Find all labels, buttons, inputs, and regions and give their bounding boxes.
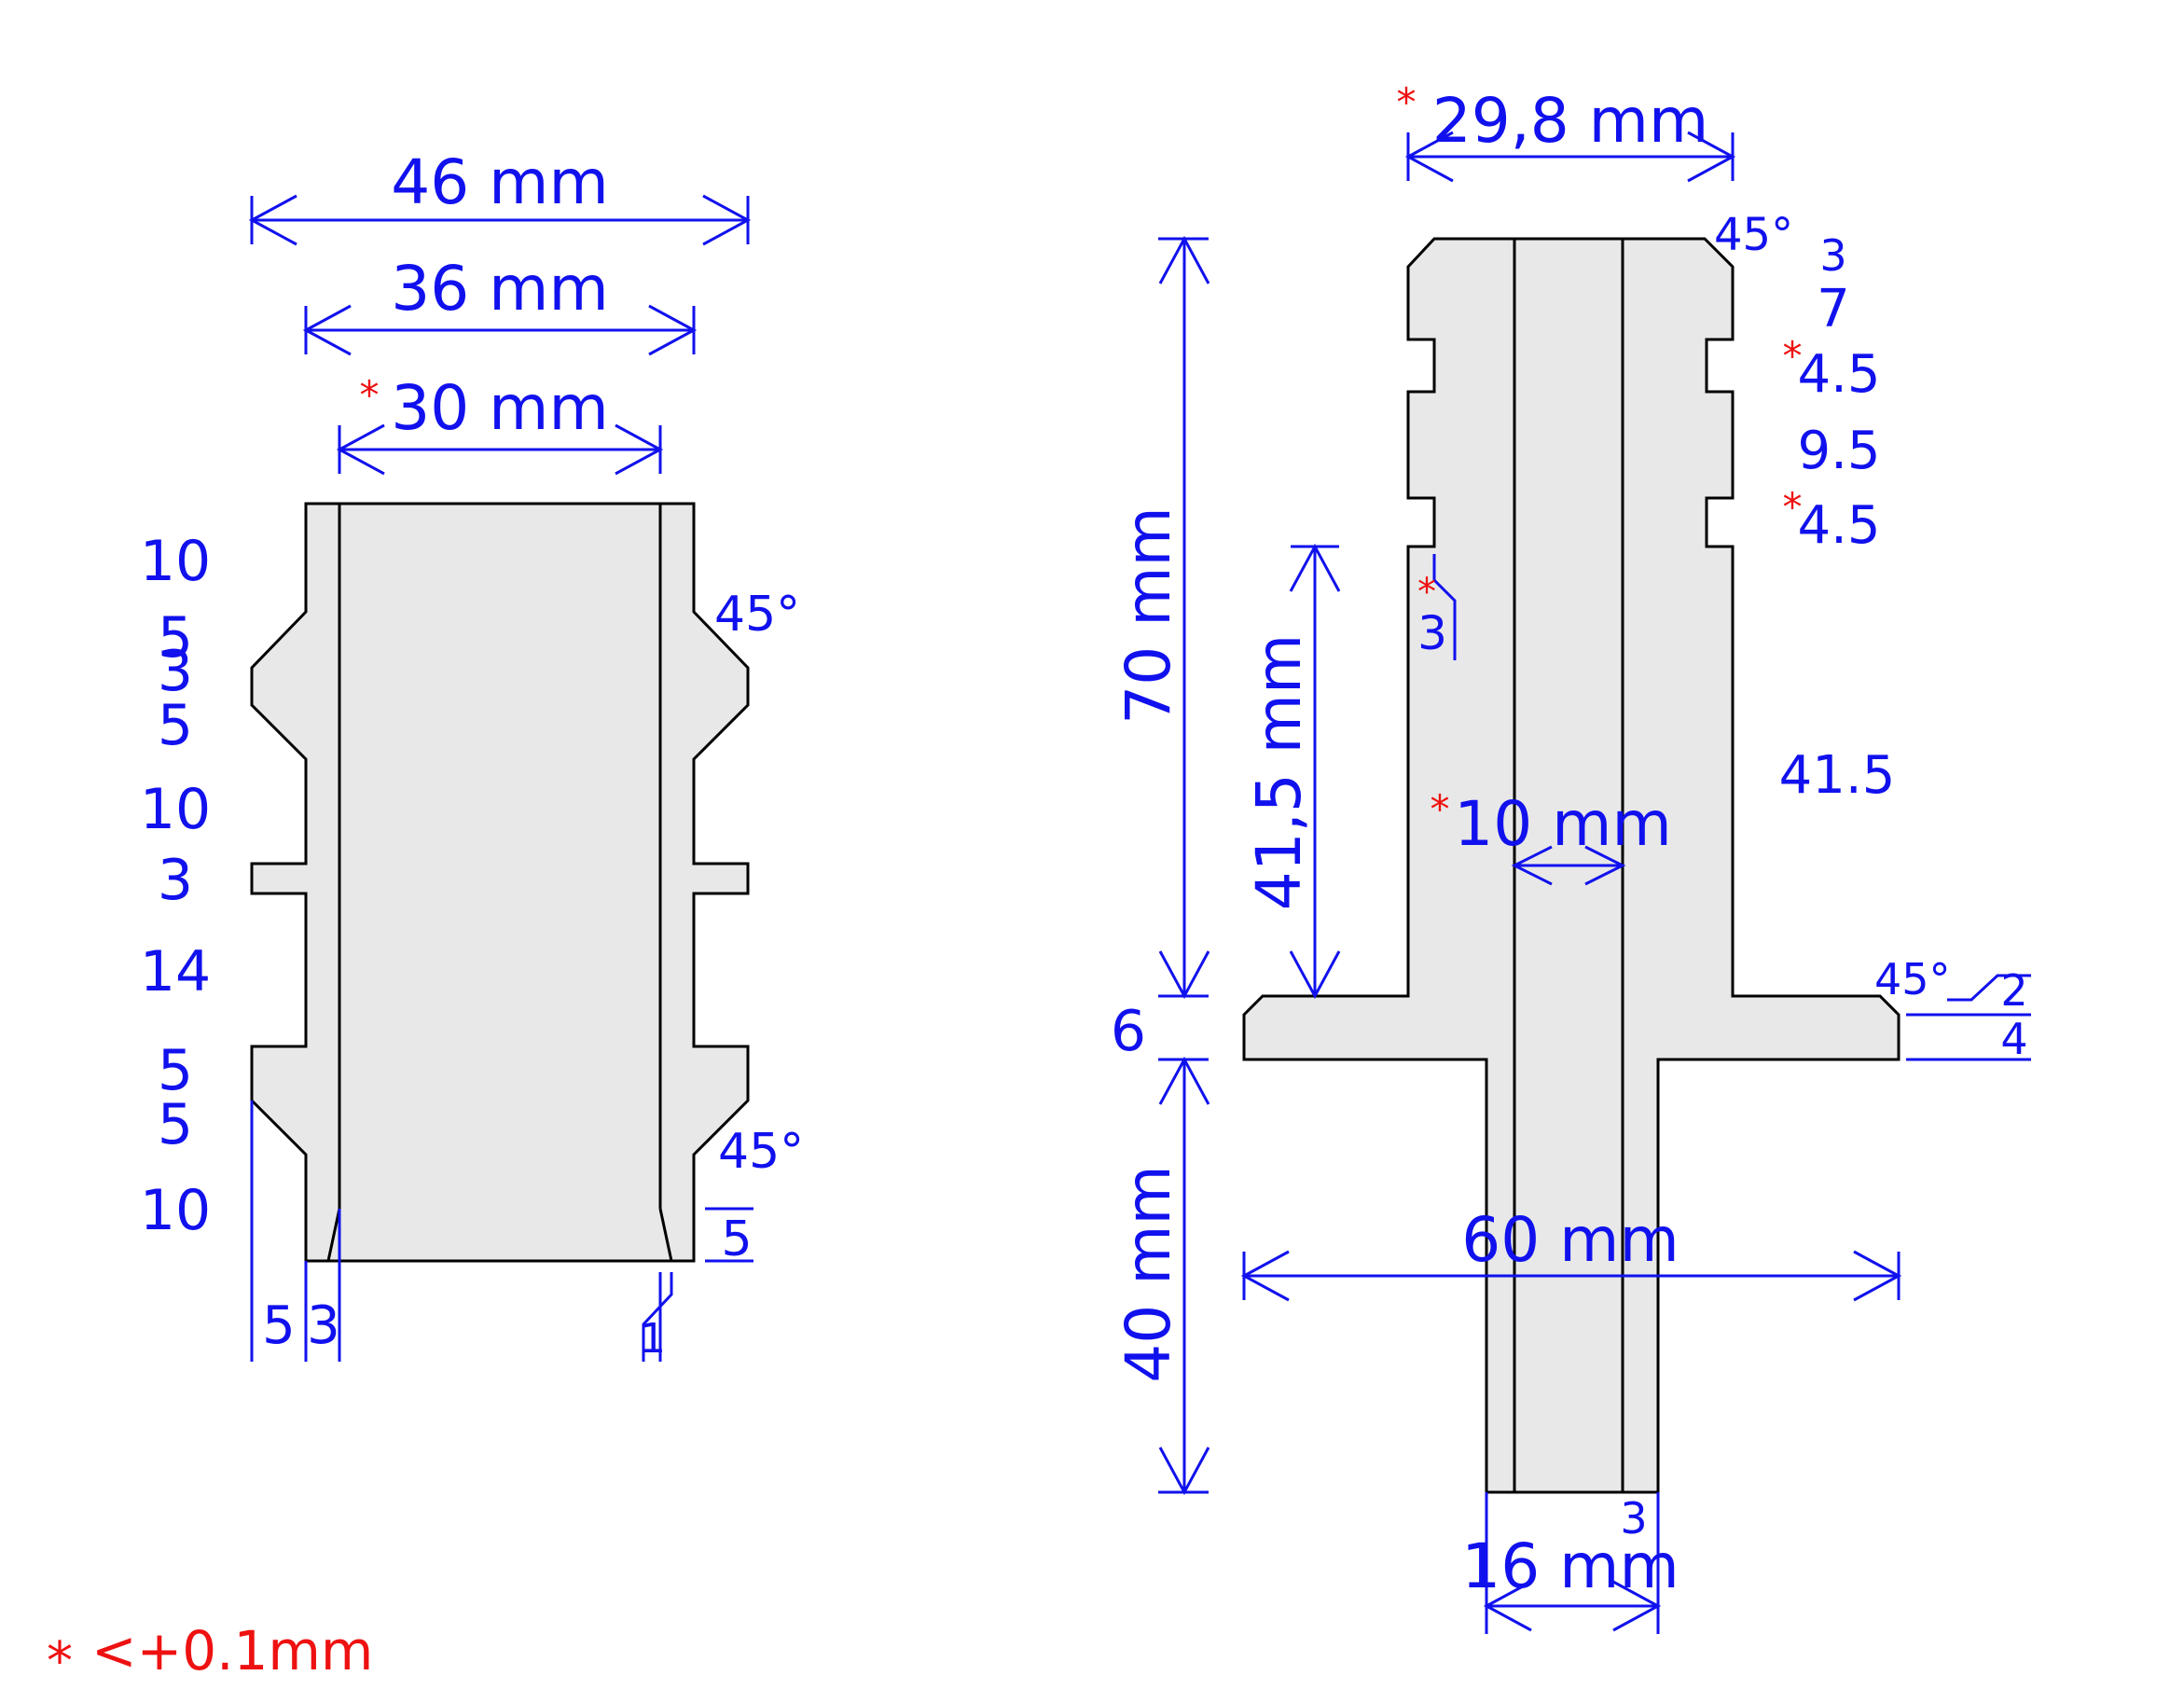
dim-29-8-star: *: [1397, 79, 1417, 125]
right-angle-top: 45°: [1714, 209, 1793, 261]
dim-70-label: 70 mm: [1113, 506, 1184, 725]
dim-30-label: 30 mm: [391, 372, 609, 444]
dim-40-label: 40 mm: [1113, 1165, 1184, 1383]
dim-46-label: 46 mm: [391, 146, 609, 218]
left-chamfer-right: [658, 1208, 673, 1262]
right-flange-2: 2: [2000, 965, 2027, 1016]
right-dimension-10: * 10 mm: [1431, 786, 1672, 886]
right-dimension-60: 60 mm: [1240, 1204, 1902, 1302]
right-dimension-40: 40 mm: [1113, 1056, 1210, 1496]
tolerance-legend: * <+0.1mm: [47, 1619, 373, 1692]
left-dimension-30: * 30 mm: [336, 372, 664, 476]
right-label-3: 3: [1819, 230, 1846, 281]
dim-10-star: *: [1431, 786, 1450, 832]
left-dimension-46: 46 mm: [248, 146, 752, 246]
right-dim-6: 6: [1111, 999, 1146, 1064]
left-side-5: 5: [721, 1211, 752, 1267]
right-label-41-5: 41.5: [1779, 745, 1896, 806]
left-bottom-dims: 5 3 1 5: [250, 1101, 753, 1363]
left-height-1: 10: [140, 529, 211, 594]
left-height-10: 10: [140, 1178, 211, 1243]
left-angle-top: 45°: [714, 587, 800, 643]
right-groove-3-star: *: [1417, 571, 1436, 614]
legend-marker: *: [47, 1631, 73, 1692]
right-side-labels: 3 7 * 4.5 9.5 * 4.5 41.5: [1779, 230, 1896, 806]
left-bottom-3: 3: [307, 1295, 340, 1356]
dim-29-8-label: 29,8 mm: [1432, 85, 1709, 157]
right-groove-3: * 3: [1417, 554, 1457, 660]
right-flange-labels: 45° 2 4: [1874, 954, 2031, 1064]
dim-30-star: *: [360, 372, 380, 418]
left-height-8: 5: [158, 1038, 193, 1103]
right-groove-3-label: 3: [1417, 606, 1447, 660]
left-dimension-36: 36 mm: [302, 253, 698, 356]
dim-10-label: 10 mm: [1454, 788, 1672, 860]
left-height-7: 14: [140, 939, 211, 1004]
left-height-5: 10: [140, 777, 211, 842]
left-height-labels: 10 5 3 5 10 3 14 5 5 10: [140, 529, 211, 1243]
left-part-body: [250, 502, 750, 1263]
dim-60-label: 60 mm: [1461, 1204, 1679, 1276]
dim-36-label: 36 mm: [391, 253, 609, 325]
right-label-4-5-a-star: *: [1783, 333, 1803, 379]
right-dimension-70: 70 mm: [1113, 235, 1210, 1000]
left-height-2: 5: [158, 605, 193, 671]
left-angle-bottom: 45°: [718, 1124, 804, 1180]
right-dimension-16: 16 mm 3: [1461, 1492, 1679, 1634]
right-label-4-5-a: 4.5: [1797, 344, 1880, 405]
right-dimension-41-5: 41,5 mm: [1243, 543, 1341, 1000]
right-dimension-29-8: * 29,8 mm: [1397, 79, 1736, 183]
right-angle-flange: 45°: [1874, 954, 1951, 1004]
left-height-3: 3: [158, 639, 193, 704]
left-height-9: 5: [158, 1092, 193, 1157]
left-bottom-5: 5: [262, 1295, 296, 1356]
left-chamfer-left: [326, 1208, 341, 1262]
right-flange-4: 4: [2000, 1014, 2027, 1064]
left-height-4: 5: [158, 693, 193, 758]
left-height-6: 3: [158, 848, 193, 913]
dim-41-5-label: 41,5 mm: [1243, 634, 1315, 911]
right-label-4-5-b: 4.5: [1797, 495, 1880, 556]
left-part: [250, 502, 750, 1263]
right-label-7: 7: [1817, 279, 1850, 339]
dim-16-label: 16 mm: [1461, 1530, 1679, 1602]
left-bottom-1: 1: [640, 1315, 666, 1363]
legend-text: <+0.1mm: [91, 1619, 373, 1682]
right-label-9-5: 9.5: [1797, 421, 1880, 481]
right-bottom-3: 3: [1620, 1493, 1647, 1544]
right-label-4-5-b-star: *: [1783, 484, 1803, 530]
